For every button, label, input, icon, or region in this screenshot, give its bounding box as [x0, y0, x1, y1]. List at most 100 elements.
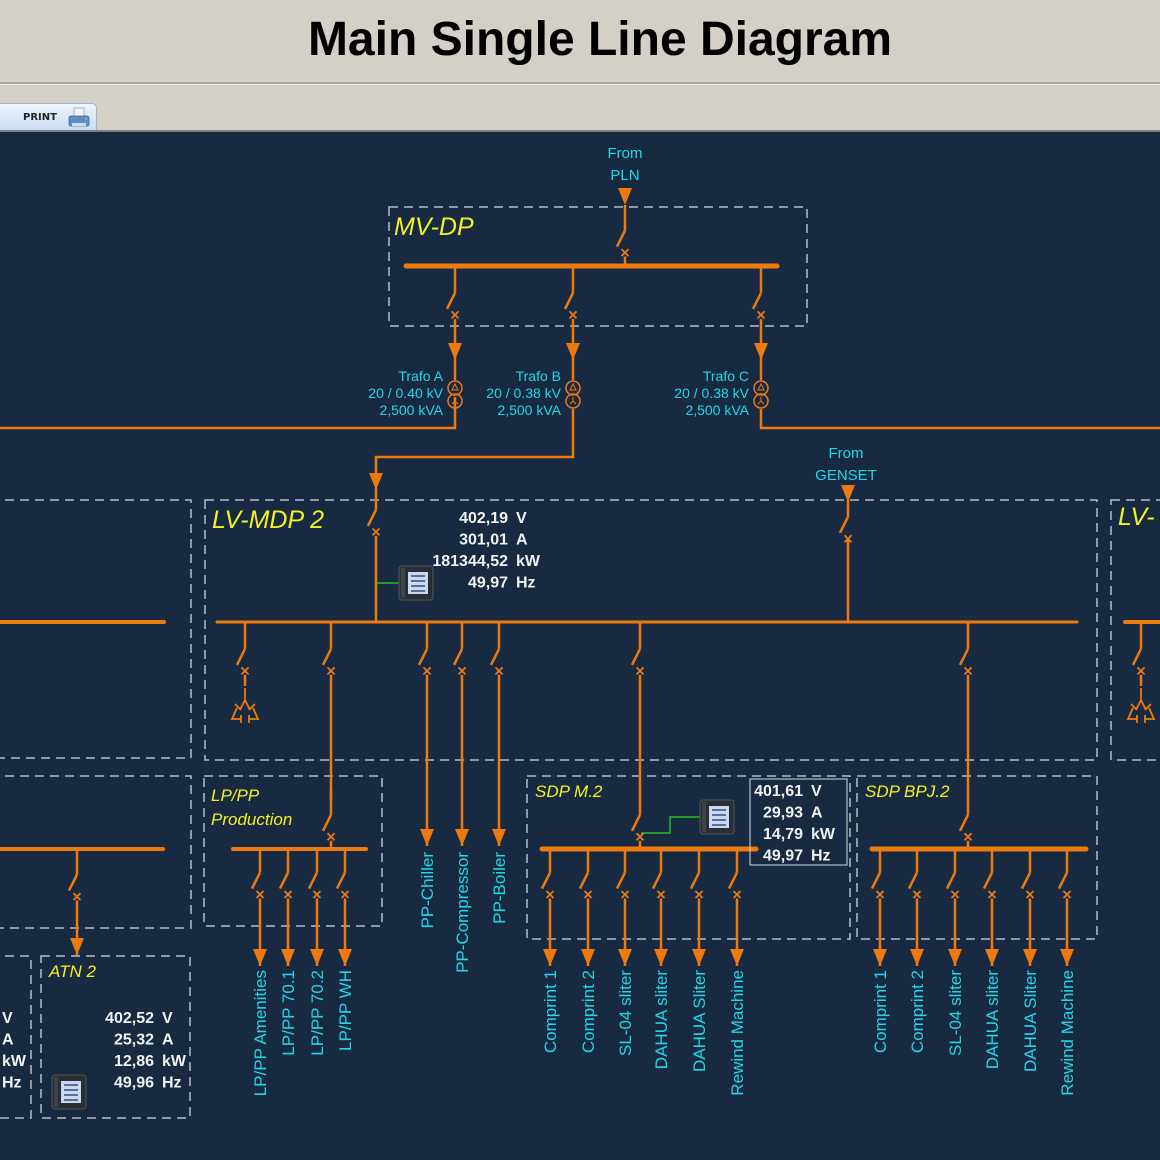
- transformer-symbol-icon: [447, 380, 463, 409]
- lvmdp2-meter-value: 49,97: [468, 575, 508, 592]
- breaker-trip-x-icon: [326, 666, 336, 676]
- breaker-blade: [1057, 871, 1069, 890]
- pln-incomer-breaker[interactable]: [615, 205, 630, 266]
- breaker-blade: [727, 871, 739, 890]
- panel-title-lvmdp2: LV-MDP 2: [212, 506, 324, 534]
- direct-feeder-breaker-2[interactable]: [452, 622, 467, 686]
- sdp-bpj2-outgoing-breaker-6[interactable]: [1057, 849, 1072, 905]
- lp-feeder-breaker-1[interactable]: [250, 849, 265, 905]
- sdp-bpj2-outgoing-breaker-2[interactable]: [907, 849, 922, 905]
- breaker-blade: [1020, 871, 1032, 890]
- transformer-label: 20 / 0.38 kV: [674, 385, 749, 401]
- sdp-m2-meter-unit: V: [811, 783, 822, 800]
- breaker-trip-x-icon: [583, 890, 593, 899]
- mvdp-feeder-breaker-3[interactable]: [751, 266, 766, 330]
- meter-screen-line: [411, 580, 425, 582]
- delta-icon: [757, 382, 765, 391]
- breaker-trip-x-icon: [72, 892, 82, 901]
- breaker-trip-x-icon: [987, 890, 997, 899]
- sdp-bpj2-feeder-label: DAHUA sliter: [983, 970, 1002, 1070]
- breaker-blade: [307, 871, 319, 890]
- breaker-blade: [945, 871, 957, 890]
- sdp-m2-outgoing-breaker-6[interactable]: [727, 849, 742, 905]
- breaker-blade: [417, 648, 429, 666]
- transformers-group: [447, 380, 769, 409]
- transformer-label: 20 / 0.38 kV: [486, 385, 561, 401]
- feeder-arrow-icon: [455, 829, 469, 846]
- transformer-label: 2,500 kVA: [497, 402, 561, 418]
- sdp-bpj2-outgoing-breaker-4[interactable]: [982, 849, 997, 905]
- panel-left-meter-border: [0, 955, 32, 1119]
- breaker-blade: [615, 871, 627, 890]
- breaker-blade: [958, 648, 970, 666]
- atn2-power-meter-icon[interactable]: [51, 1074, 87, 1110]
- sdp-m2-incomer-breaker[interactable]: [630, 790, 645, 849]
- breaker-blade: [578, 871, 590, 890]
- direct-feeder-breaker-3[interactable]: [489, 622, 504, 686]
- meter-side: [54, 1077, 58, 1107]
- title-separator: [0, 82, 1160, 85]
- delta-icon: [569, 382, 577, 391]
- capacitor-breaker[interactable]: [235, 622, 250, 686]
- atn2-feeder-breaker[interactable]: [67, 849, 82, 910]
- genset-incomer-breaker[interactable]: [838, 500, 853, 543]
- feeder-arrow-icon: [730, 949, 744, 966]
- sdp-bpj2-outgoing-breaker-5[interactable]: [1020, 849, 1035, 905]
- right-capacitor-breaker[interactable]: [1131, 622, 1146, 686]
- breaker-blade: [630, 648, 642, 666]
- sdp-m2-feeder-label: SL-04 sliter: [616, 970, 635, 1056]
- sdp-bpj2-outgoing-breaker-3[interactable]: [945, 849, 960, 905]
- sdp-bpj2-feeder-breaker[interactable]: [958, 622, 973, 686]
- panel-atn2-border: [40, 955, 191, 1119]
- sdp-m2-outgoing-breaker-5[interactable]: [689, 849, 704, 905]
- feeder-arrow-icon: [338, 949, 352, 966]
- breaker-trip-x-icon: [635, 832, 645, 841]
- breaker-blade: [563, 292, 575, 310]
- trafo-arrow-icon: [754, 343, 768, 360]
- sdp-m2-meter-link: [641, 816, 700, 834]
- sdp-bpj2-outgoing-breaker-1[interactable]: [870, 849, 885, 905]
- breaker-blade: [366, 509, 378, 527]
- sdp-m2-outgoing-breaker-1[interactable]: [540, 849, 555, 905]
- mvdp-feeder-breaker-1[interactable]: [445, 266, 460, 330]
- meter-screen-line: [411, 585, 425, 587]
- transformer-label: 2,500 kVA: [685, 402, 749, 418]
- panel-sdp-bpj2-border: [856, 775, 1098, 940]
- page-title: Main Single Line Diagram: [307, 13, 893, 66]
- breaker-trip-x-icon: [494, 666, 504, 676]
- sdp-bpj2-feeder-label: Rewind Machine: [1058, 970, 1077, 1096]
- sdp-m2-outgoing-breaker-2[interactable]: [578, 849, 593, 905]
- feeder-arrow-icon: [1060, 949, 1074, 966]
- sdp-m2-meter-value: 14,79: [763, 826, 803, 843]
- lvmdp2-power-meter-icon[interactable]: [398, 565, 434, 601]
- sdp-bpj2-incomer-breaker[interactable]: [958, 790, 973, 849]
- lp-feeder-breaker-2[interactable]: [278, 849, 293, 905]
- atn2-meter-value: 402,52: [105, 1010, 154, 1027]
- lp-feeder-breaker-4[interactable]: [335, 849, 350, 905]
- sdp-m2-outgoing-breaker-4[interactable]: [651, 849, 666, 905]
- panel-title-lvmdp-right: LV-: [1118, 503, 1155, 531]
- meter-side: [702, 802, 706, 832]
- breaker-trip-x-icon: [450, 310, 460, 320]
- breaker-trip-x-icon: [875, 890, 885, 899]
- meter-screen-line: [712, 814, 726, 816]
- cap-right: [1144, 707, 1156, 723]
- lp-feeder-breaker-3[interactable]: [307, 849, 322, 905]
- wye-icon: [451, 397, 459, 405]
- direct-feeder-breaker-1[interactable]: [417, 622, 432, 686]
- lp-production-incomer-breaker[interactable]: [321, 790, 336, 849]
- sdp-m2-feeder-breaker[interactable]: [630, 622, 645, 686]
- mvdp-feeder-breaker-2[interactable]: [563, 266, 578, 330]
- meter-side: [401, 568, 405, 598]
- lvmdp2-incomer-breaker[interactable]: [366, 488, 381, 540]
- lvmdp2-meter-unit: Hz: [516, 575, 536, 592]
- lp-production-feeder-label: LP/PP 70.1: [279, 970, 298, 1056]
- sdp-m2-power-meter-icon[interactable]: [699, 799, 735, 835]
- lp-production-feeder-breaker[interactable]: [321, 622, 336, 686]
- print-button[interactable]: PRINT: [0, 103, 97, 131]
- sdp-bpj2-feeder-label: Comprint 1: [871, 970, 890, 1053]
- sdp-m2-outgoing-breaker-3[interactable]: [615, 849, 630, 905]
- feeder-arrow-icon: [948, 949, 962, 966]
- left-meter-unit: A: [2, 1032, 14, 1049]
